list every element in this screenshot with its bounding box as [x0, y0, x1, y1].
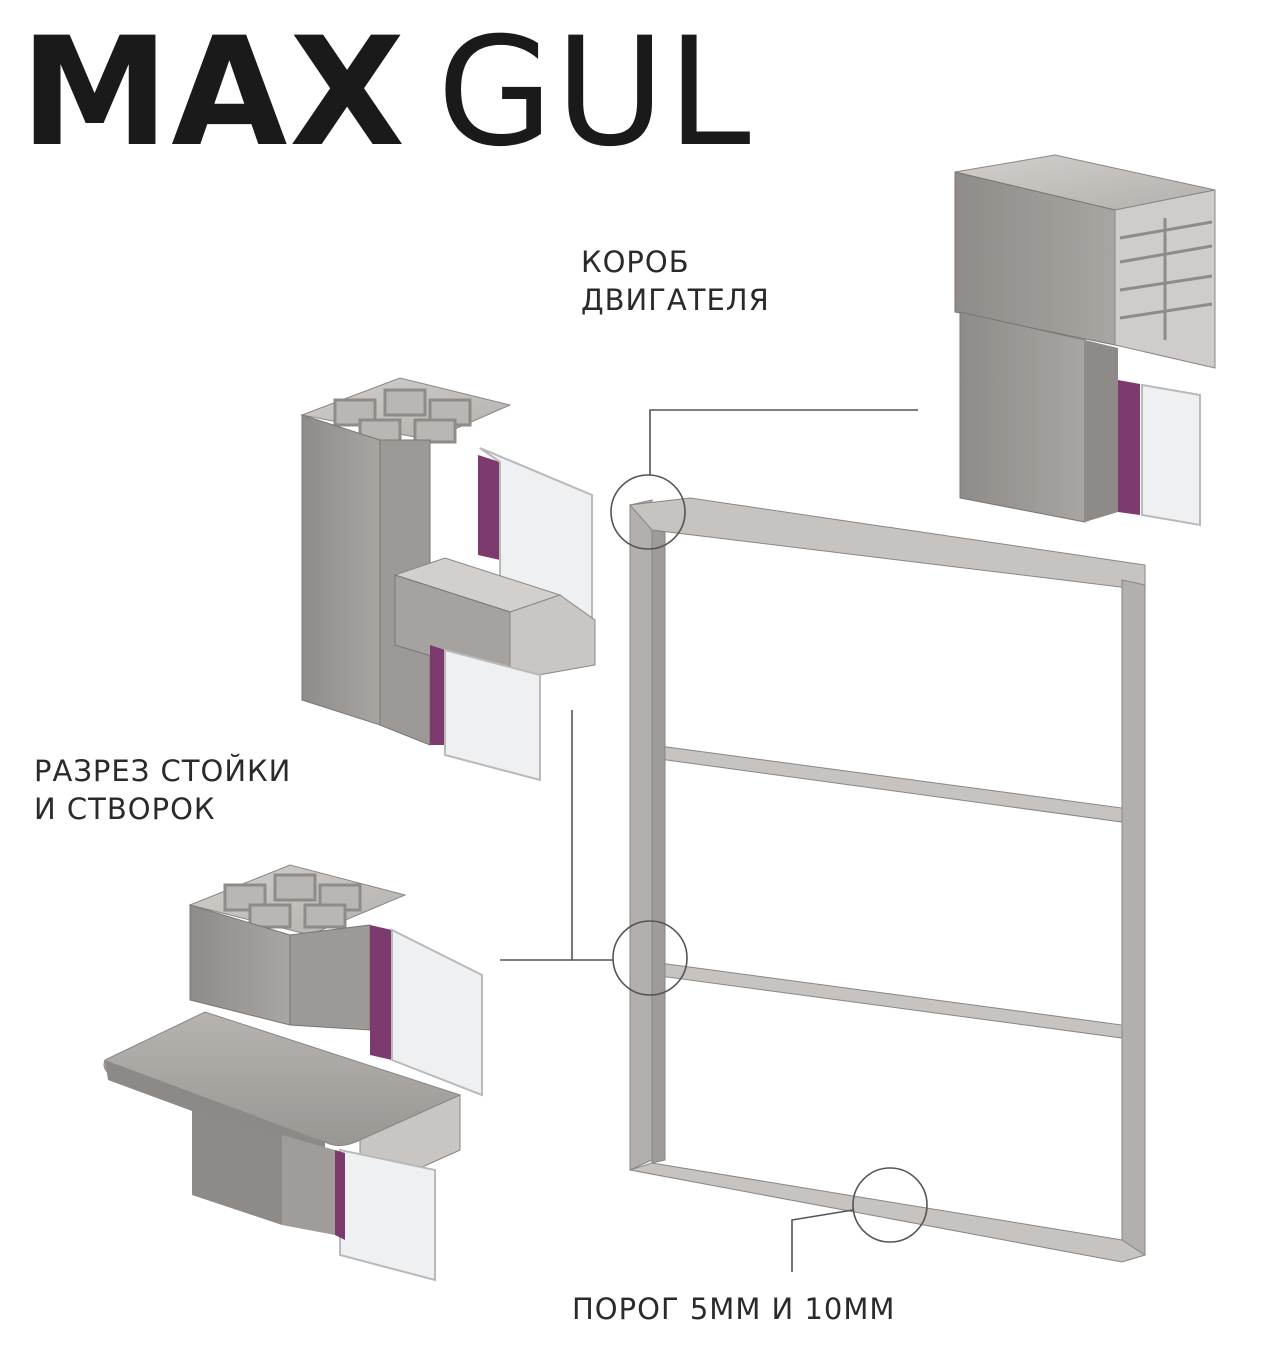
label-section: РАЗРЕЗ СТОЙКИ И СТВОРОК: [34, 752, 291, 828]
sill-lower-glass: [339, 1148, 436, 1282]
sill-post-side: [289, 924, 371, 1031]
door-frame: [628, 497, 1147, 1263]
label-section-line-1: РАЗРЕЗ СТОЙКИ: [34, 754, 292, 788]
motor-box-post: [959, 311, 1086, 523]
frame-transom-1: [651, 744, 1123, 823]
sill-leg-right: [282, 1135, 335, 1235]
sill-leg-left: [192, 1110, 282, 1225]
label-section-line-2: И СТВОРОК: [34, 792, 216, 826]
label-motor-box: КОРОБ ДВИГАТЕЛЯ: [581, 243, 770, 319]
post-glass-lower: [444, 648, 541, 782]
post-gasket-lower: [430, 645, 445, 745]
frame-right-post: [1121, 579, 1146, 1256]
sill-gasket: [370, 925, 392, 1060]
motor-box-section: [954, 154, 1216, 527]
post-front: [301, 414, 381, 726]
title-light: GUL: [437, 6, 753, 180]
callouts: [500, 409, 928, 1272]
motor-box-glass: [1141, 383, 1201, 527]
motor-box-profile-chambers: [1119, 218, 1213, 340]
label-motor-box-line-1: КОРОБ: [581, 245, 690, 279]
leader-threshold: [791, 1209, 854, 1272]
label-threshold: ПОРОГ 5ММ И 10ММ: [572, 1292, 896, 1326]
callout-circle-bottom: [852, 1167, 928, 1243]
frame-left-post: [629, 499, 653, 1171]
callout-circle-middle: [612, 920, 688, 996]
label-motor-box-line-2: ДВИГАТЕЛЯ: [581, 283, 770, 317]
post-section: [300, 377, 596, 782]
leader-motor-box: [649, 409, 918, 475]
post-chambers: [333, 388, 472, 444]
sill-section: [103, 864, 483, 1282]
motor-box-gasket: [1118, 380, 1140, 515]
title-bold: MAX: [20, 6, 408, 180]
frame-inner-left: [651, 529, 666, 1164]
frame-transom-2: [651, 961, 1123, 1039]
sill-post-chambers: [223, 873, 362, 929]
frame-top-rail: [628, 497, 1146, 591]
motor-box-leaf: [1085, 340, 1118, 522]
post-gasket-upper: [478, 455, 500, 560]
sill-glass: [391, 928, 483, 1097]
frame-threshold: [629, 1162, 1147, 1263]
callout-circle-top: [610, 474, 686, 550]
sill-lower-gasket: [335, 1150, 345, 1240]
